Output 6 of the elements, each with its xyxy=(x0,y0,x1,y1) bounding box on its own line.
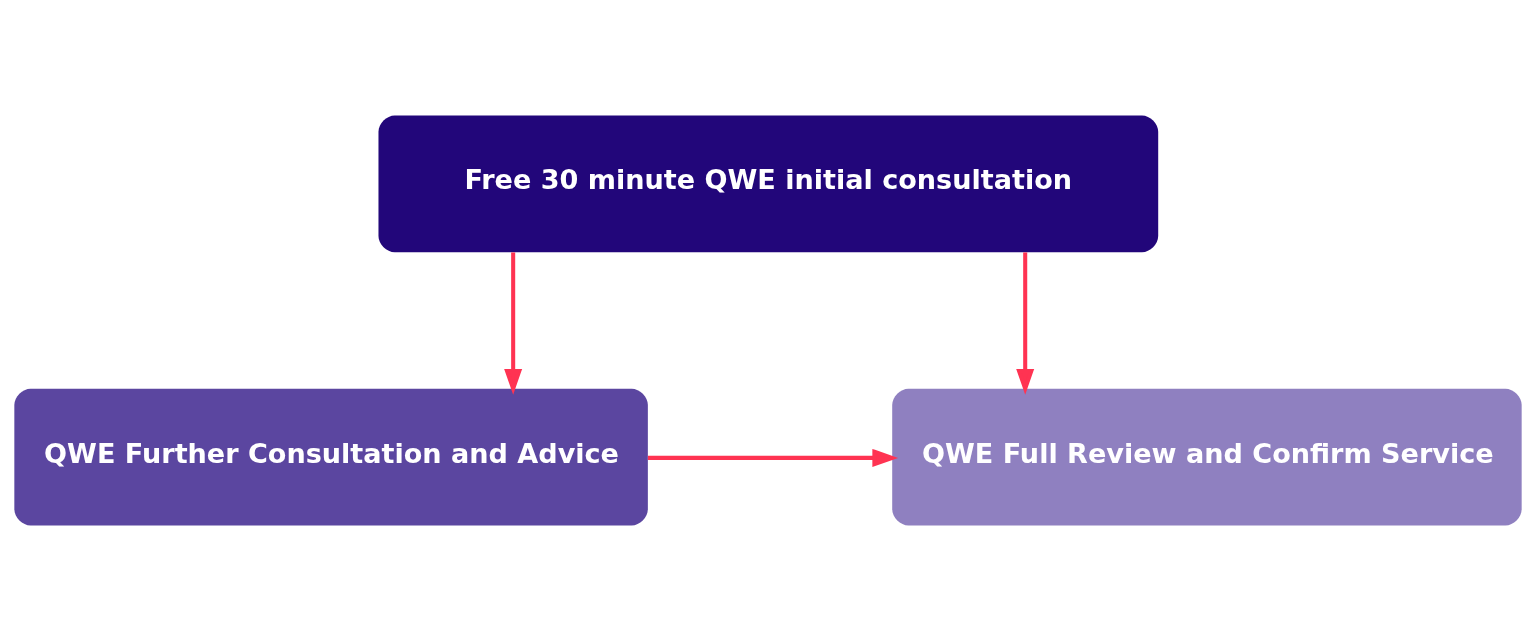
arrow xyxy=(504,251,523,395)
node-box: Free 30 minute QWE initial consultation xyxy=(378,114,1159,252)
node-box: QWE Further Consultation and Advice xyxy=(14,388,648,526)
arrow xyxy=(1016,251,1035,395)
arrow xyxy=(647,448,899,467)
node-box: QWE Full Review and Confirm Service xyxy=(892,388,1522,526)
